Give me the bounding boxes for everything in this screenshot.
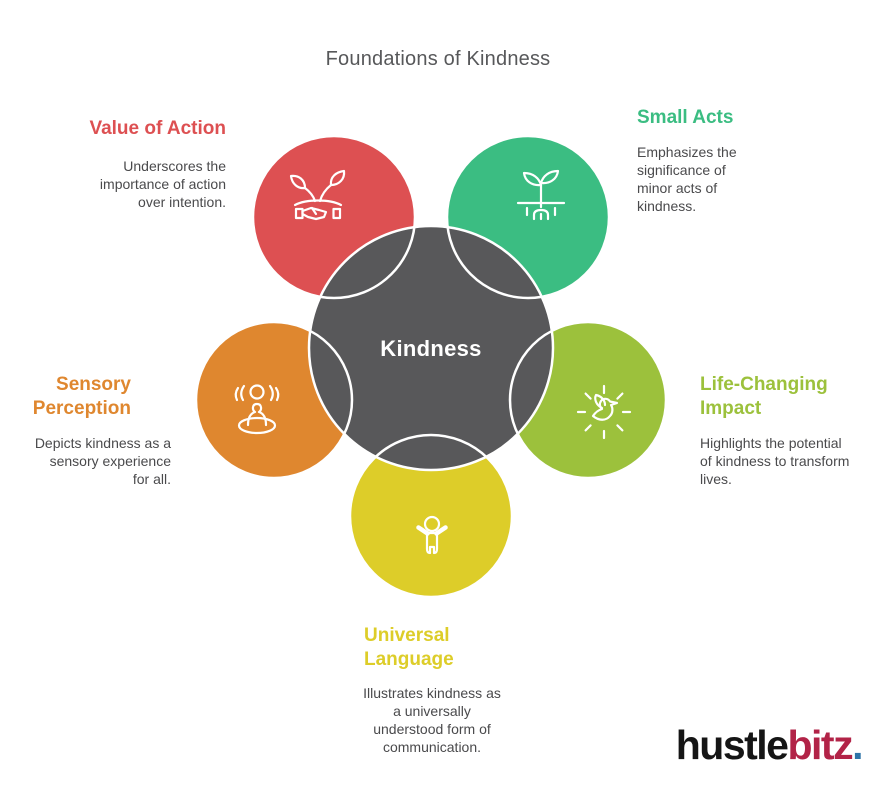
node-label-value-of-action: Value of Action xyxy=(89,118,226,139)
center-circle-label: Kindness xyxy=(380,336,482,361)
circle-kindness-center xyxy=(309,226,553,470)
node-label-life-changing-impact: Life-Changing Impact xyxy=(700,374,828,419)
logo-dot: . xyxy=(852,722,863,768)
node-description-life-changing-impact: Highlights the potential of kindness to … xyxy=(700,435,850,487)
page-title: Foundations of Kindness xyxy=(325,48,551,70)
node-label-small-acts: Small Acts xyxy=(637,107,734,128)
person-senses-icon xyxy=(234,384,280,435)
shining-dove-icon xyxy=(576,384,632,440)
logo-part-bitz: bitz xyxy=(787,722,854,768)
node-description-sensory-perception: Depicts kindness as a sensory experience… xyxy=(34,435,171,487)
sapling-roots-icon xyxy=(516,169,566,221)
circle-outlines xyxy=(194,134,668,599)
handshake-sprout-icon xyxy=(289,169,346,221)
logo-part-hustle: hustle xyxy=(675,722,789,768)
node-label-sensory-perception: Sensory Perception xyxy=(32,374,131,419)
node-description-small-acts: Emphasizes the significance of minor act… xyxy=(637,144,737,214)
node-label-universal-language: Universal Language xyxy=(364,625,454,670)
open-arms-icon xyxy=(416,515,448,555)
node-description-universal-language: Illustrates kindness as a universally un… xyxy=(363,685,501,755)
hustlebitz-logo: hustlebitz. xyxy=(675,722,864,769)
node-description-value-of-action: Underscores the importance of action ove… xyxy=(99,158,226,210)
